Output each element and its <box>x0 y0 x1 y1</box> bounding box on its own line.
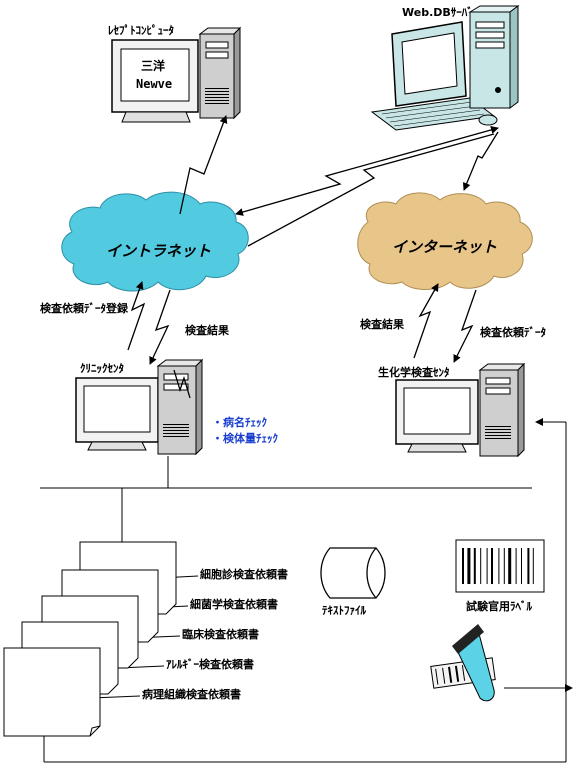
biochem-center-label: 生化学検査ｾﾝﾀ <box>378 366 450 379</box>
test-tube-icon <box>430 624 496 702</box>
clinic-center-label: ｸﾘﾆｯｸｾﾝﾀ <box>80 362 124 375</box>
doc-pathology-label: 病理組織検査依頼書 <box>142 688 241 701</box>
link-clinic-check <box>173 369 191 399</box>
link-intranet-clinic-up <box>127 281 146 351</box>
intranet-cloud <box>61 191 249 292</box>
result-left-label: 検査結果 <box>185 324 229 337</box>
disease-check-label: ・病名ﾁｪｯｸ <box>212 416 267 429</box>
barcode-label-icon <box>455 539 545 593</box>
text-file-icon <box>320 547 386 599</box>
receipt-computer-icon <box>111 26 242 123</box>
link-internet-biochem-up <box>413 283 439 359</box>
test-tube-label-text: 試験官用ﾗﾍﾞﾙ <box>466 600 532 613</box>
document-stack <box>3 541 177 737</box>
web-db-server-icon <box>370 5 520 131</box>
request-data-label: 検査依頼ﾃﾞｰﾀ <box>480 326 546 339</box>
receipt-computer-label: ﾚｾﾌﾟﾄｺﾝﾋﾟｭｰﾀ <box>108 24 174 37</box>
result-right-label: 検査結果 <box>360 318 404 331</box>
doc-allergy-label: ｱﾚﾙｷﾞｰ検査依頼書 <box>166 658 254 671</box>
doc-bacteriology-label: 細菌学検査依頼書 <box>190 598 278 611</box>
doc-cytology-label: 細胞診検査依頼書 <box>200 568 288 581</box>
request-register-label: 検査依頼ﾃﾞｰﾀ登録 <box>40 302 128 315</box>
intranet-label: イントラネット <box>106 242 212 260</box>
text-file-label: ﾃｷｽﾄﾌｧｲﾙ <box>322 604 366 617</box>
clinic-center-computer-icon <box>75 358 204 456</box>
internet-label: インターネット <box>392 238 498 256</box>
sample-volume-check-label: ・検体量ﾁｪｯｸ <box>212 432 278 445</box>
link-intranet-webdb <box>235 126 499 216</box>
link-internet-webdb <box>462 131 499 191</box>
network-links <box>127 115 499 399</box>
link-intranet-webdb-2 <box>247 133 495 247</box>
receipt-screen-text-1: 三洋 <box>141 59 166 73</box>
doc-clinical-label: 臨床検査依頼書 <box>182 628 259 641</box>
biochem-center-computer-icon <box>395 362 526 458</box>
link-receipt-intranet <box>179 115 228 215</box>
web-db-server-label: Web.DBｻｰﾊﾞ <box>402 6 473 19</box>
receipt-screen-text-2: Newve <box>136 77 173 91</box>
link-internet-biochem-down <box>453 289 477 363</box>
link-intranet-clinic-down <box>149 289 171 365</box>
